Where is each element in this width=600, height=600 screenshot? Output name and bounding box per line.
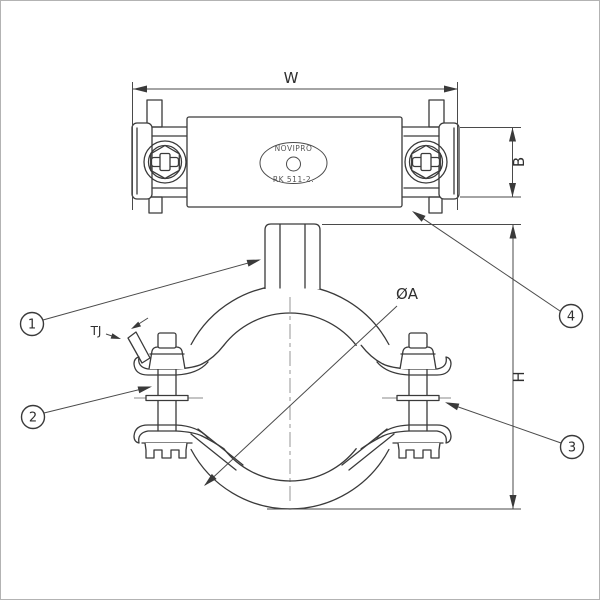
height-label: H [510,371,528,382]
closure-tab [127,331,151,364]
stamp-model-text: RK 511-2. [273,175,314,184]
callout-1: 1 [19,259,261,337]
callout-2: 2 [20,386,152,430]
dimension-height: H [267,224,528,510]
dimension-tab: TJ [90,317,149,339]
callout-3: 3 [445,402,585,460]
diameter-label: ØA [396,285,419,303]
dimension-band-width: B [460,127,528,198]
clamp-band-top [131,99,460,214]
front-view [127,223,452,510]
callout-4: 4 [412,211,584,329]
bolt-assembly-right [341,332,452,471]
clamp-top-plate [186,116,403,208]
tab-label: TJ [90,324,102,338]
threaded-boss [264,223,321,289]
callout-1-number: 1 [28,318,36,333]
width-label: W [284,69,299,87]
top-view: NOVIPRO RK 511-2. [131,99,460,214]
brand-stamp: NOVIPRO RK 511-2. [259,142,328,184]
band-width-label: B [510,157,528,167]
callout-3-number: 3 [568,441,576,456]
dimension-diameter: ØA [204,285,419,486]
stamp-brand-text: NOVIPRO [275,144,313,153]
dimension-width: W [132,69,458,210]
callout-4-number: 4 [567,310,575,325]
bolt-assembly-left [133,332,244,471]
callout-2-number: 2 [29,411,37,426]
